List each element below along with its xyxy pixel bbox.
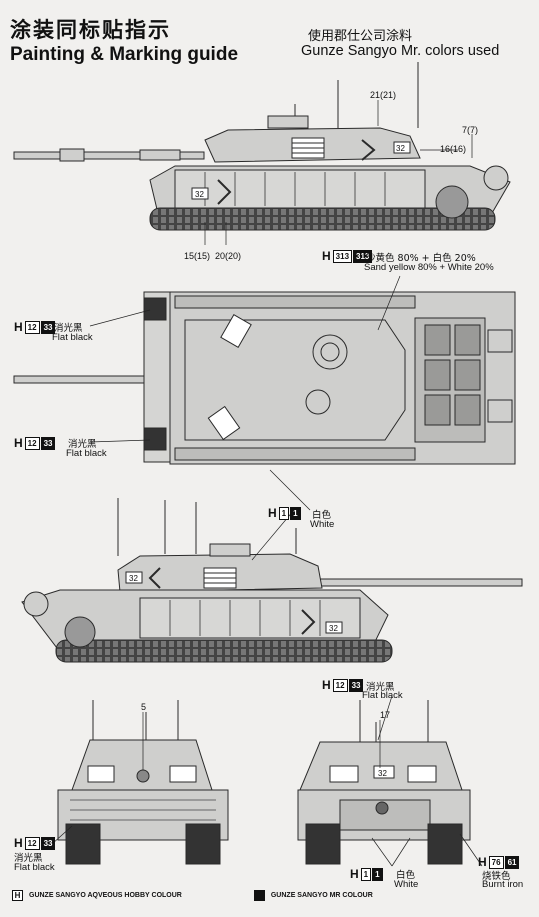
page-title: Painting & Marking guide: [10, 44, 239, 65]
paint-name-flat-black-1: Flat black: [52, 332, 93, 343]
top-gun-barrel: [13, 375, 165, 384]
decal-callout-21: 21(21): [370, 90, 397, 100]
decal-callout-5: 5: [141, 702, 147, 712]
decal-callout-16: 16(16): [440, 144, 467, 154]
paint-name-flat-black-3-cn: 消光黑: [366, 682, 395, 693]
right-side-view: 32 32: [21, 498, 523, 663]
leader-lines: [51, 100, 483, 867]
paint-name-sand-cn: 沙黄色 80% + 白色 20%: [366, 253, 476, 264]
svg-text:32: 32: [129, 574, 138, 583]
paint-name-flat-black-2-cn: 消光黑: [68, 439, 97, 450]
paint-legend: H GUNZE SANGYO AQVEOUS HOBBY COLOUR GUNZ…: [12, 890, 373, 901]
svg-text:32: 32: [378, 769, 387, 778]
paint-name-white-2: White: [394, 879, 419, 890]
paint-name-flat-black-1-cn: 消光黑: [54, 323, 83, 334]
paint-name-flat-black-3: Flat black: [362, 690, 403, 701]
top-view: [13, 291, 516, 465]
paint-name-white-2-cn: 白色: [396, 870, 416, 881]
hull-number: 32: [195, 190, 204, 199]
decal-callout-7: 7(7): [462, 125, 479, 135]
gun-barrel: [13, 151, 205, 160]
turret-number: 32: [396, 144, 405, 153]
side-skirt: [174, 169, 426, 209]
paint-name-burnt-iron: Burnt iron: [482, 879, 524, 890]
mr-color-legend-label: GUNZE SANGYO MR COLOUR: [270, 892, 373, 899]
page-title-cn: 涂装同标贴指示: [10, 18, 171, 42]
paint-name-white-1-cn: 白色: [312, 510, 332, 521]
front-view: [57, 700, 229, 865]
aqueous-legend-label: GUNZE SANGYO AQVEOUS HOBBY COLOUR: [29, 892, 182, 899]
decal-callout-20: 20(20): [215, 251, 242, 261]
svg-text:32: 32: [329, 624, 338, 633]
paint-name-sand: Sand yellow 80% + White 20%: [364, 262, 494, 273]
mr-color-legend-box: [253, 890, 265, 901]
left-side-view: 32 32: [13, 62, 511, 231]
right-gun-barrel: [299, 578, 523, 587]
paint-name-burnt-iron-cn: 烧铁色: [482, 871, 511, 882]
paint-name-flat-black-4: Flat black: [14, 862, 55, 873]
paint-source-cn: 使用郡仕公司涂料: [308, 29, 413, 44]
paint-name-flat-black-2: Flat black: [66, 448, 107, 459]
decal-callout-15: 15(15): [184, 251, 211, 261]
decal-callout-17: 17: [380, 710, 391, 720]
paint-name-flat-black-4-cn: 消光黑: [14, 853, 43, 864]
aqueous-legend-box: H: [12, 890, 23, 901]
top-turret: [184, 319, 406, 441]
paint-name-white-1: White: [310, 519, 335, 530]
rear-view: 32: [297, 700, 471, 865]
paint-source: Gunze Sangyo Mr. colors used: [301, 43, 500, 59]
track: [149, 207, 496, 231]
